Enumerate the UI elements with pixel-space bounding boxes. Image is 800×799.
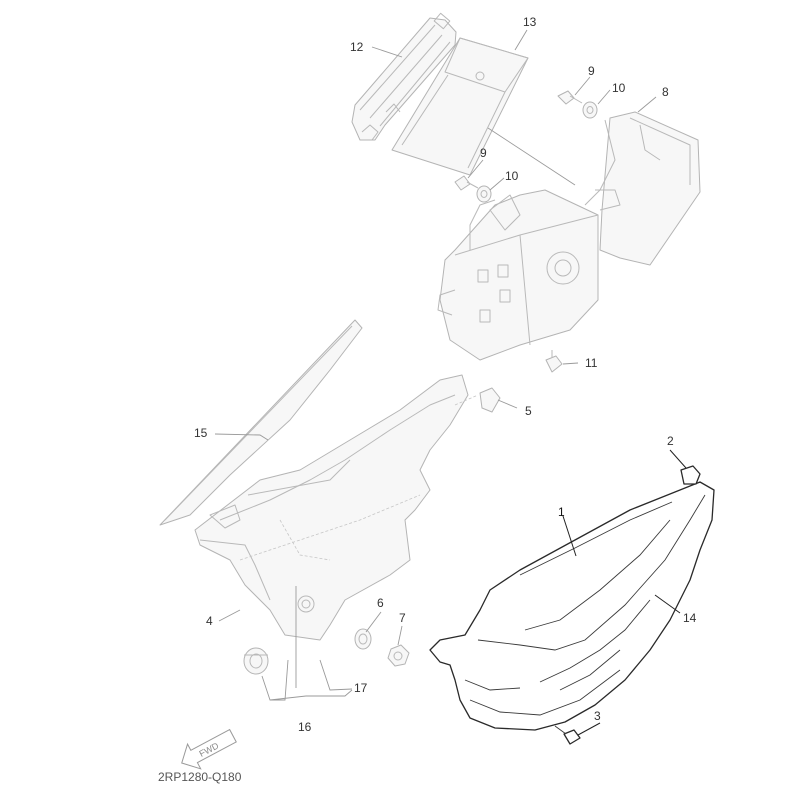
part-5-clip	[479, 387, 501, 413]
callout-16: 16	[298, 720, 312, 734]
callout-5: 5	[525, 404, 532, 418]
part-12-bracket	[351, 12, 457, 141]
callout-13: 13	[523, 15, 537, 29]
callout-9-upper: 9	[588, 64, 595, 78]
diagram-code: 2RP1280-Q180	[158, 770, 242, 784]
callout-11: 11	[585, 356, 598, 370]
leader-lines	[214, 29, 687, 736]
fwd-arrow-icon: FWD	[181, 728, 237, 770]
part-9-screw-lower	[454, 175, 479, 191]
part-6-grommet	[354, 628, 372, 650]
callout-8: 8	[662, 85, 669, 99]
callout-14: 14	[683, 611, 697, 625]
callout-10-lower: 10	[505, 169, 519, 183]
callout-labels: 1 2 3 4 5 6 7 8 9 10 9 10 11 12 13 14 15…	[194, 15, 697, 734]
callout-3: 3	[594, 709, 601, 723]
callout-15: 15	[194, 426, 208, 440]
part-11-bolt	[545, 350, 563, 373]
callout-17: 17	[354, 681, 368, 695]
part-9-screw-upper	[557, 90, 583, 105]
part-4-inner-cover	[194, 374, 479, 641]
callout-6: 6	[377, 596, 384, 610]
part-14-side-cover	[429, 481, 715, 731]
part-10-washer-lower	[476, 185, 492, 203]
callout-4: 4	[206, 614, 213, 628]
callout-12: 12	[350, 40, 364, 54]
callout-7: 7	[399, 611, 406, 625]
part-7-nut	[387, 644, 410, 667]
part-15-strip-panel	[159, 319, 363, 526]
part-8-box-holder	[437, 111, 701, 361]
callout-9-lower: 9	[480, 146, 487, 160]
part-10-washer-upper	[582, 101, 598, 119]
callout-2: 2	[667, 434, 674, 448]
part-3-screw	[554, 725, 581, 745]
part-17-grommet	[243, 647, 269, 675]
callout-1: 1	[558, 505, 565, 519]
part-2-grommet	[680, 465, 701, 485]
callout-10-upper: 10	[612, 81, 626, 95]
